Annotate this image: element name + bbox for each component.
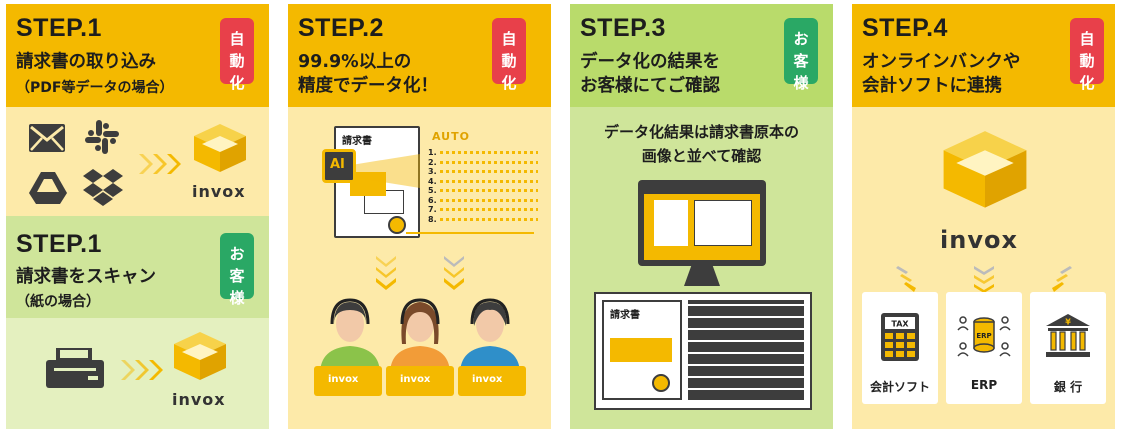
step-number: STEP.2 (298, 14, 384, 42)
laptop-brand: invox (472, 374, 503, 385)
step-number: STEP.1 (16, 230, 102, 258)
arrow-down-icon (896, 266, 916, 292)
bank-icon: ¥ (1046, 314, 1090, 357)
step-subtitle: （PDF等データの場合） (16, 80, 174, 96)
step2-panel: STEP.2 99.9%以上の 精度でデータ化！ 自動化 請求書 AI AUTO… (288, 4, 551, 429)
mail-icon (29, 124, 65, 152)
auto-rows: 1. 2. 3. 4. 5. 6. 7. 8. (428, 148, 538, 224)
laptop-brand: invox (400, 374, 431, 385)
arrow-down-icon (974, 266, 994, 292)
laptop (314, 366, 382, 396)
auto-badge: 自動化 (492, 18, 526, 92)
step-title-line2: 会計ソフトに連携 (862, 76, 1002, 96)
step1-panel: STEP.1 請求書の取り込み （PDF等データの場合） 自動化 (6, 4, 269, 429)
invox-brand: invox (940, 226, 1018, 254)
slack-icon (85, 120, 119, 154)
operator-icon (320, 298, 380, 374)
step-number: STEP.4 (862, 14, 948, 42)
invox-logo-icon (194, 124, 246, 172)
auto-badge: 自動化 (1070, 18, 1104, 92)
step-title-line2: 精度でデータ化！ (298, 76, 438, 96)
ai-chip-icon (322, 149, 356, 183)
erp-icon: ERP (957, 316, 1011, 357)
customer-badge: お客様 (784, 18, 818, 92)
target-label: 会計ソフト (869, 380, 930, 394)
target-card-bank: ¥ 銀 行 (1030, 292, 1106, 404)
step4-panel: STEP.4 オンラインバンクや 会計ソフトに連携 自動化 invox TAX (852, 4, 1115, 429)
google-drive-icon (29, 172, 67, 204)
invoice-label: 請求書 (610, 310, 640, 321)
invox-brand: invox (192, 182, 246, 201)
step-title-line2: お客様にてご確認 (580, 76, 720, 96)
svg-text:TAX: TAX (891, 320, 909, 329)
tax-calculator-icon: TAX (881, 313, 919, 361)
invox-brand: invox (172, 390, 226, 409)
stamp-icon (652, 374, 670, 392)
step-number: STEP.1 (16, 14, 102, 42)
caption-line2: 画像と並べて確認 (641, 147, 762, 165)
laptop-brand: invox (328, 374, 359, 385)
step-title: 請求書の取り込み (16, 52, 156, 72)
arrow-right-icon (121, 360, 163, 380)
ai-label: AI (330, 157, 345, 172)
step3-panel: STEP.3 データ化の結果を お客様にてご確認 お客様 データ化結果は請求書原… (570, 4, 833, 429)
svg-text:ERP: ERP (976, 332, 991, 340)
step-subtitle: （紙の場合） (16, 294, 100, 310)
target-label: ERP (970, 378, 998, 392)
operator-icon (390, 298, 450, 374)
customer-badge: お客様 (220, 233, 254, 307)
target-card-accounting: TAX 会計ソフト (862, 292, 938, 404)
scanner-icon (46, 348, 104, 388)
laptop (386, 366, 454, 396)
step-title-line1: オンラインバンクや (862, 52, 1021, 72)
caption-line1: データ化結果は請求書原本の (603, 123, 799, 141)
target-card-erp: ERP ERP (946, 292, 1022, 404)
arrow-down-icon (376, 256, 396, 290)
svg-text:¥: ¥ (1065, 318, 1071, 327)
step-title-line1: データ化の結果を (580, 52, 720, 72)
dropbox-icon (83, 169, 123, 206)
operator-icon (460, 298, 520, 374)
laptop (458, 366, 526, 396)
invox-logo-icon (943, 131, 1027, 208)
step-title: 請求書をスキャン (16, 267, 156, 287)
arrow-down-icon (1052, 266, 1072, 292)
step-title-line1: 99.9%以上の (298, 52, 412, 72)
arrow-right-icon (139, 154, 181, 174)
step-number: STEP.3 (580, 14, 666, 42)
arrow-down-icon (444, 256, 464, 290)
auto-badge: 自動化 (220, 18, 254, 92)
data-table (688, 300, 804, 400)
target-label: 銀 行 (1053, 380, 1083, 394)
stamp-icon (388, 216, 406, 234)
invox-logo-icon (174, 332, 226, 380)
invoice-label: 請求書 (342, 136, 372, 147)
auto-label: AUTO (432, 130, 470, 143)
